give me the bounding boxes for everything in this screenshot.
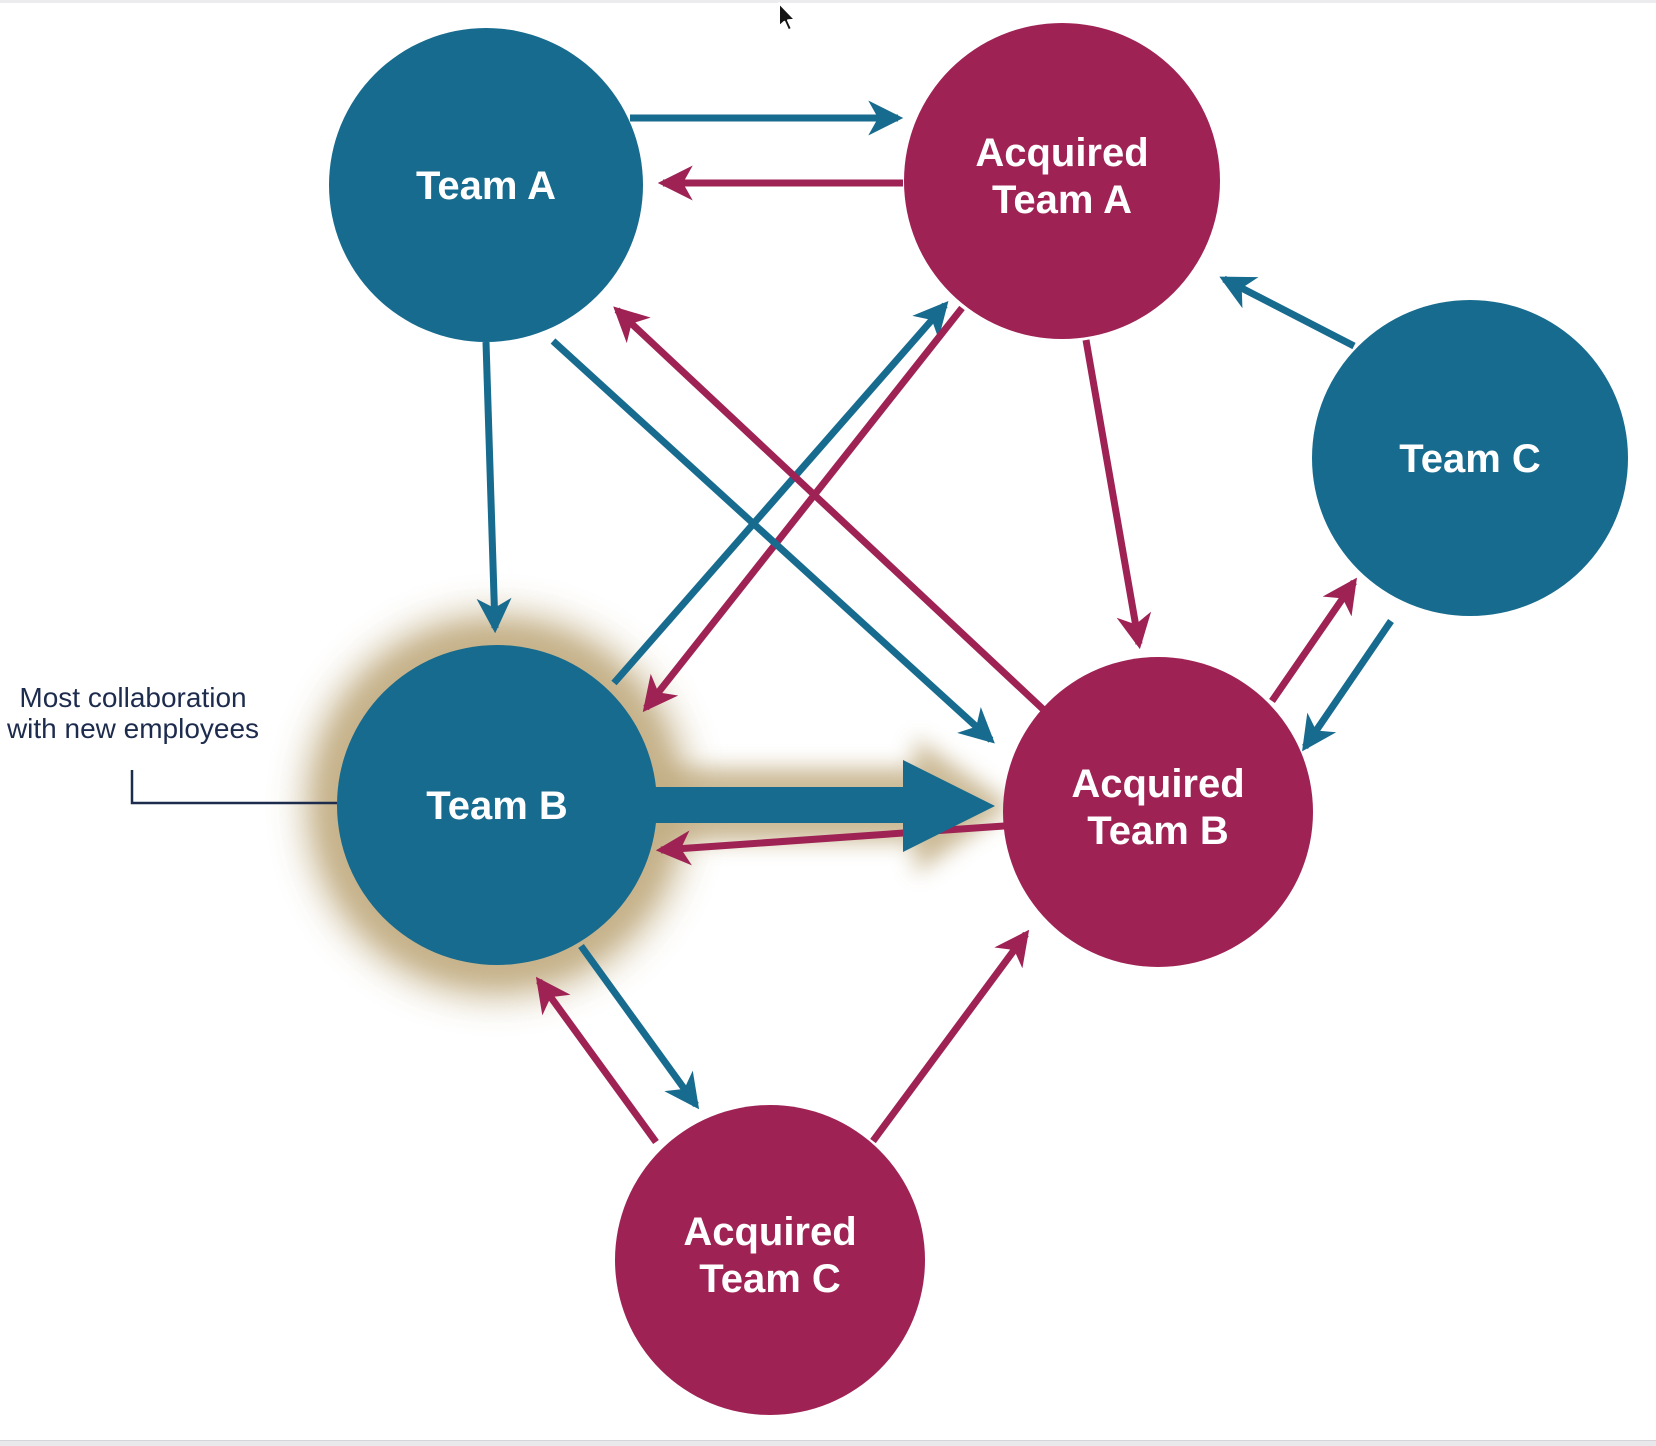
acquired-team-b-circle: [1003, 657, 1313, 967]
edge-acquired-team-b-to-team-a: [613, 306, 1049, 715]
bottom-bar-border: [0, 1440, 1656, 1442]
top-edge-line: [0, 0, 1656, 3]
team-a-circle: [329, 28, 643, 342]
edge-team-b-to-acquired-team-c: [578, 943, 700, 1110]
edge-acquired-team-c-to-team-b: [535, 976, 659, 1145]
bottom-bar: [0, 1441, 1656, 1446]
node-acquired-team-b: [1003, 657, 1313, 967]
annotation-connector-line: [130, 770, 337, 805]
team-a-label: Team A: [416, 164, 556, 208]
node-team-c: [1312, 300, 1628, 616]
edge-acquired-team-a-to-team-b: [642, 305, 965, 713]
node-team-b: [337, 645, 657, 965]
edge-team-a-to-acquired-team-b: [550, 338, 995, 744]
acquired-team-a-circle: [904, 23, 1220, 339]
edge-team-c-to-acquired-team-a: [1219, 275, 1356, 350]
edge-team-c-to-acquired-team-b: [1302, 619, 1394, 752]
team-c-label: Team C: [1399, 437, 1541, 481]
edge-acquired-team-c-to-acquired-team-b: [870, 929, 1030, 1144]
edge-team-b-to-acquired-team-b-thick-arrow: [655, 760, 995, 852]
edge-acquired-team-b-to-team-c: [1269, 577, 1357, 703]
node-acquired-team-c: [615, 1105, 925, 1415]
node-acquired-team-a: [904, 23, 1220, 339]
team-b-label: Team B: [426, 784, 568, 828]
edge-acquired-team-a-to-acquired-team-b: [1082, 339, 1152, 650]
node-team-a: [329, 28, 643, 342]
edge-team-a-to-team-b: [476, 341, 512, 634]
edges: [476, 100, 1394, 1145]
team-b-circle: [337, 645, 657, 965]
acquired-team-c-circle: [615, 1105, 925, 1415]
team-c-circle: [1312, 300, 1628, 616]
edge-team-b-to-acquired-team-a: [611, 301, 949, 686]
mouse-cursor-icon: [778, 2, 796, 32]
